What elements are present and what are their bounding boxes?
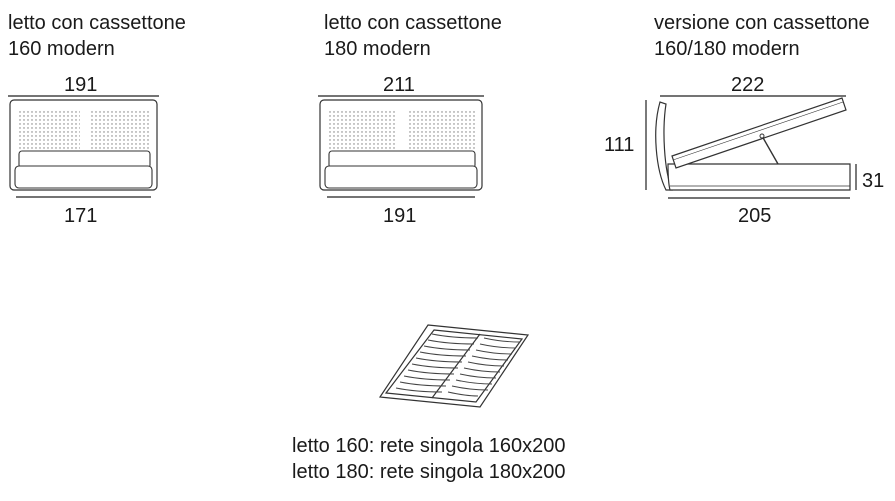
panel-1-title-line1: letto con cassettone (8, 12, 186, 34)
panel-1-dim-bottom: 171 (64, 205, 98, 227)
panel-3-title-line1: versione con cassettone (654, 12, 870, 34)
panel-3-dim-top: 222 (731, 74, 765, 96)
panel-2-title-line1: letto con cassettone (324, 12, 502, 34)
bed-front-view-160 (8, 95, 159, 198)
panel-2-dim-top: 211 (383, 74, 415, 96)
panel-3-title-line2: 160/180 modern (654, 38, 800, 60)
panel-1-title-line2: 160 modern (8, 38, 115, 60)
panel-2-dim-bottom: 191 (383, 205, 417, 227)
panel-3-dim-right: 31 (862, 170, 885, 192)
bed-side-view-storage-open (645, 95, 857, 199)
bed-front-view-180 (318, 95, 484, 198)
slat-caption-line2: letto 180: rete singola 180x200 (292, 461, 566, 483)
slat-caption-line1: letto 160: rete singola 160x200 (292, 435, 566, 457)
panel-1-dim-top: 191 (64, 74, 98, 96)
panel-3-dim-left: 111 (604, 134, 635, 156)
panel-2-title-line2: 180 modern (324, 38, 431, 60)
slatted-base-illustration (378, 324, 530, 408)
panel-3-dim-bottom: 205 (738, 205, 772, 227)
